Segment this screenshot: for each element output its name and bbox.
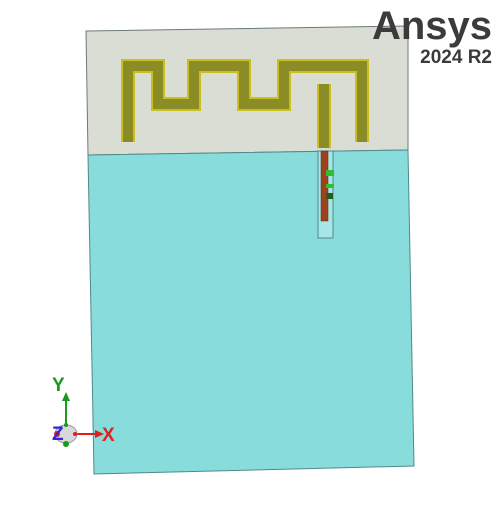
- brand-name: Ansys: [371, 4, 492, 48]
- coordinate-triad[interactable]: Y Z X: [40, 370, 130, 460]
- feed-port-marker: [326, 184, 334, 188]
- feed-port-marker: [326, 170, 334, 176]
- brand-version: 2024 R2: [420, 47, 492, 68]
- feed-port-marker: [326, 193, 333, 199]
- axis-x-label: X: [102, 425, 115, 446]
- ground-plane: [87, 149, 415, 475]
- axis-y-label: Y: [52, 375, 65, 396]
- meander-antenna-core: [123, 61, 367, 148]
- axis-z-label: Z: [52, 424, 64, 445]
- ansys-logo: Ansys 2024 R2: [372, 6, 492, 67]
- coordinate-triad-icon: [54, 392, 104, 447]
